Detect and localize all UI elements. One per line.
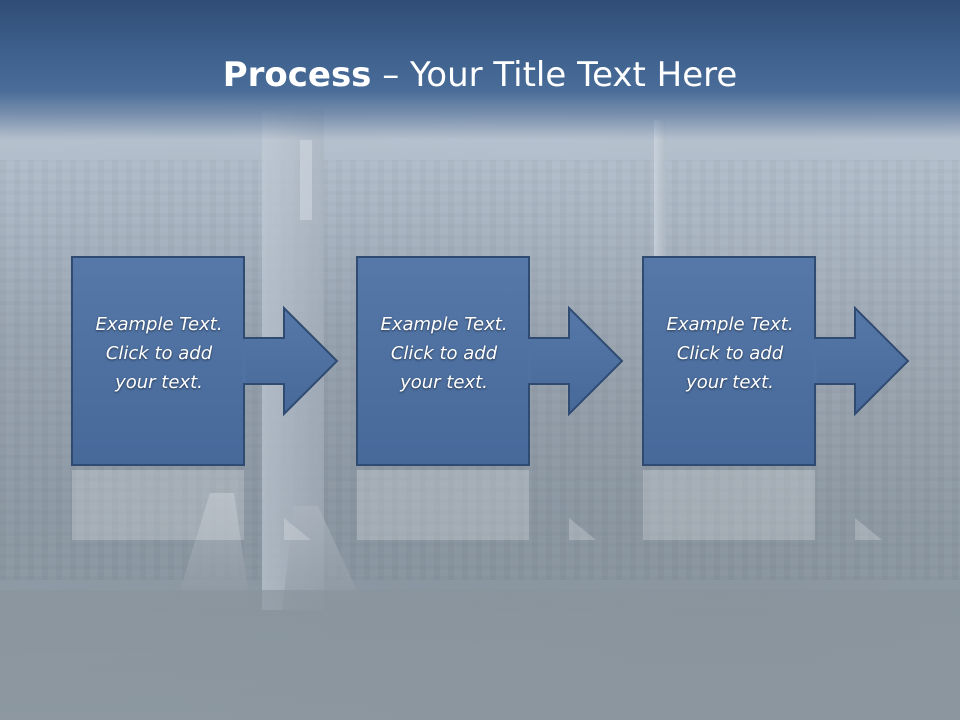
- process-step-1[interactable]: Example Text. Click to add your text.: [71, 256, 341, 468]
- slide-title-rest: – Your Title Text Here: [371, 55, 738, 95]
- slide-title[interactable]: Process – Your Title Text Here: [0, 52, 960, 98]
- step-box-with-arrow: [642, 256, 910, 466]
- step-text[interactable]: Example Text. Click to add your text.: [666, 314, 794, 393]
- step-reflection: [642, 470, 912, 540]
- right-arrow-icon: [242, 305, 339, 417]
- right-arrow-icon: [527, 305, 624, 417]
- slide-title-bold: Process: [222, 55, 372, 95]
- process-step-2[interactable]: Example Text. Click to add your text.: [356, 256, 626, 468]
- step-box-with-arrow: [356, 256, 624, 466]
- process-step-3[interactable]: Example Text. Click to add your text.: [642, 256, 912, 468]
- step-text[interactable]: Example Text. Click to add your text.: [380, 314, 508, 393]
- title-bar: [0, 0, 960, 140]
- right-arrow-icon: [813, 305, 910, 417]
- step-box-with-arrow: [71, 256, 339, 466]
- step-reflection: [356, 470, 626, 540]
- step-reflection: [71, 470, 341, 540]
- step-text[interactable]: Example Text. Click to add your text.: [95, 314, 223, 393]
